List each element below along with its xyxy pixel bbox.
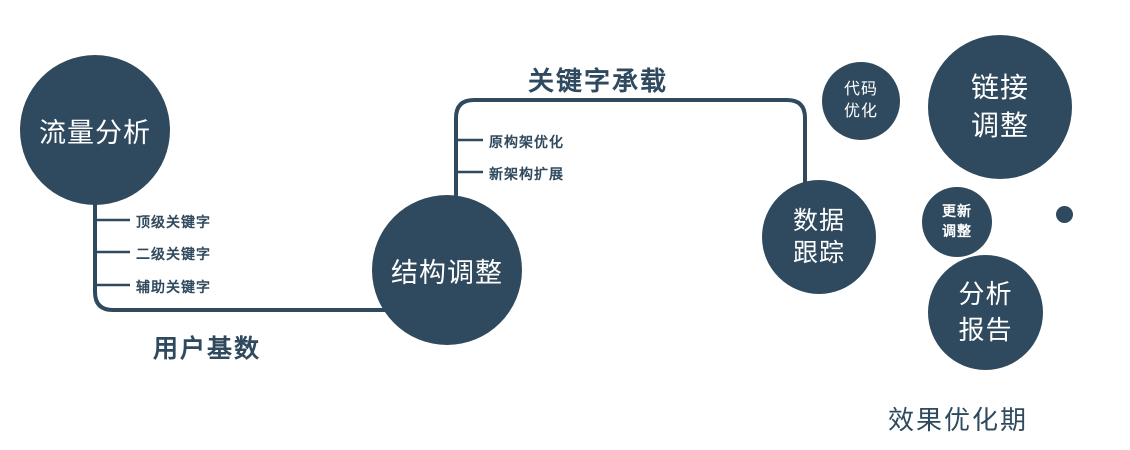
node-structure-adjustment: 结构调整 <box>372 195 522 345</box>
node-link-adjustment: 链接 调整 <box>928 35 1072 179</box>
node-data-tracking-line1: 数据 <box>792 206 845 235</box>
branch-label-original-architecture: 原构架优化 <box>489 134 564 150</box>
node-link-adjustment-line2: 调整 <box>970 110 1029 141</box>
bullet-dot <box>1056 206 1073 223</box>
node-analysis-report: 分析 报告 <box>928 255 1043 370</box>
node-traffic-analysis: 流量分析 <box>20 55 170 205</box>
branch-label-new-architecture: 新架构扩展 <box>489 166 564 182</box>
branch-label-secondary-keywords: 二级关键字 <box>136 246 211 262</box>
edge-traffic-to-structure <box>93 200 392 312</box>
node-update-adjustment-line2: 调整 <box>942 223 972 239</box>
node-traffic-analysis-label: 流量分析 <box>39 117 151 148</box>
node-update-adjustment: 更新 调整 <box>922 187 992 257</box>
node-data-tracking: 数据 跟踪 <box>762 180 876 294</box>
node-analysis-report-line1: 分析 <box>958 279 1013 310</box>
edge-label-user-base: 用户基数 <box>153 335 262 363</box>
node-code-optimization-line1: 代码 <box>843 81 878 99</box>
node-code-optimization: 代码 优化 <box>822 62 900 140</box>
branch-label-top-keywords: 顶级关键字 <box>136 214 211 230</box>
branch-label-auxiliary-keywords: 辅助关键字 <box>136 279 211 295</box>
node-analysis-report-line2: 报告 <box>958 314 1013 345</box>
node-data-tracking-line2: 跟踪 <box>792 239 845 267</box>
node-update-adjustment-line1: 更新 <box>942 203 972 220</box>
caption-effect-optimization: 效果优化期 <box>888 405 1029 435</box>
edge-label-keyword-carry: 关键字承载 <box>528 66 669 96</box>
node-link-adjustment-line1: 链接 <box>970 72 1029 104</box>
node-structure-adjustment-label: 结构调整 <box>391 257 503 288</box>
edge-structure-to-tracking <box>454 98 807 198</box>
node-code-optimization-line2: 优化 <box>843 103 878 120</box>
